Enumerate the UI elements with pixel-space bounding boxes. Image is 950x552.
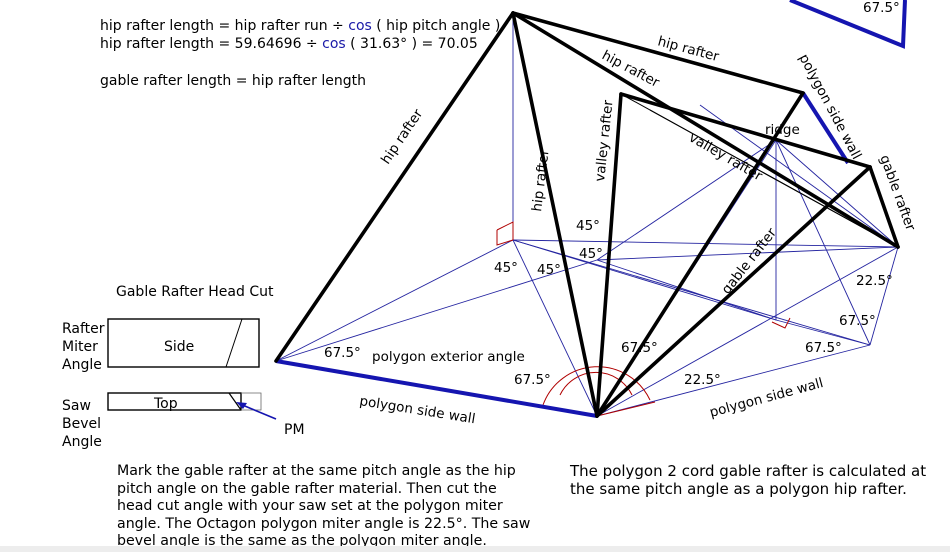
- formula-text: ( 31.63° ) = 70.05: [345, 36, 478, 52]
- miter-angle-label: Miter: [62, 339, 98, 355]
- top-label: Top: [153, 396, 178, 412]
- angle-label: 67.5°: [839, 313, 876, 329]
- top-view-box: [107, 392, 242, 411]
- cos-function: cos: [322, 36, 346, 52]
- wall-label: polygon side wall: [708, 375, 825, 421]
- formula-text: hip rafter length = hip rafter run ÷: [100, 18, 349, 34]
- angle-label: 22.5°: [684, 372, 721, 388]
- main-rafters: [274, 11, 900, 418]
- pm-arrowhead: [236, 402, 247, 409]
- side-view-box: [107, 318, 260, 368]
- gable-rafter-length-formula: gable rafter length = hip rafter length: [100, 73, 366, 89]
- miter-angle-label: Rafter: [62, 321, 105, 337]
- page-bottom-bar: [0, 546, 950, 552]
- angle-label: 45°: [537, 262, 561, 278]
- angle-label: 22.5°: [856, 273, 893, 289]
- pm-label: PM: [284, 422, 305, 438]
- angle-label: 67.5°: [621, 340, 658, 356]
- wall-label: polygon side wall: [795, 51, 864, 162]
- ridge-label: ridge: [765, 122, 800, 138]
- rafter-label: gable rafter: [719, 225, 781, 298]
- angle-label: 45°: [576, 218, 600, 234]
- exterior-angle-label: polygon exterior angle: [372, 349, 525, 365]
- corner-wall: [789, 0, 907, 49]
- angle-label: 67.5°: [324, 345, 361, 361]
- rafter-label: hip rafter: [529, 148, 553, 213]
- side-label: Side: [164, 339, 194, 355]
- miter-cut-line: [225, 318, 243, 368]
- head-cut-title: Gable Rafter Head Cut: [116, 284, 274, 300]
- polygon-walls: [275, 91, 850, 418]
- angle-label: 45°: [579, 246, 603, 262]
- rafter-label: hip rafter: [378, 106, 427, 167]
- bevel-angle-label: Bevel: [62, 416, 101, 432]
- angle-label: 67.5°: [514, 372, 551, 388]
- formula-text: hip rafter length = 59.64696 ÷: [100, 36, 323, 52]
- bevel-angle-label: Angle: [62, 434, 102, 450]
- cos-function: cos: [348, 18, 372, 34]
- rafter-label: valley rafter: [592, 99, 617, 183]
- bevel-angle-label: Saw: [62, 398, 91, 414]
- wall-label: polygon side wall: [358, 393, 476, 427]
- formula-text: ( hip pitch angle ): [371, 18, 501, 34]
- head-cut-instructions: Mark the gable rafter at the same pitch …: [117, 463, 531, 549]
- thin-rafter-lines: [620, 93, 899, 248]
- angle-label: 67.5°: [863, 0, 900, 16]
- head-cut-detail: Gable Rafter Head Cut Rafter Miter Angle…: [62, 284, 305, 450]
- hip-rafter-length-formula: hip rafter length = hip rafter run ÷ cos…: [100, 17, 500, 35]
- rafter-label: gable rafter: [876, 153, 918, 233]
- bevel-offcut: [241, 392, 262, 411]
- hip-rafter-length-calculation: hip rafter length = 59.64696 ÷ cos ( 31.…: [100, 35, 478, 53]
- pm-pointer: [239, 403, 277, 420]
- bevel-cut-line: [228, 392, 242, 411]
- angle-label: 67.5°: [805, 340, 842, 356]
- miter-angle-label: Angle: [62, 357, 102, 373]
- gable-rafter-note: The polygon 2 cord gable rafter is calcu…: [570, 462, 927, 498]
- angle-label: 45°: [494, 260, 518, 276]
- diagram-labels: 67.5° hip rafter hip rafter hip rafter h…: [324, 0, 919, 427]
